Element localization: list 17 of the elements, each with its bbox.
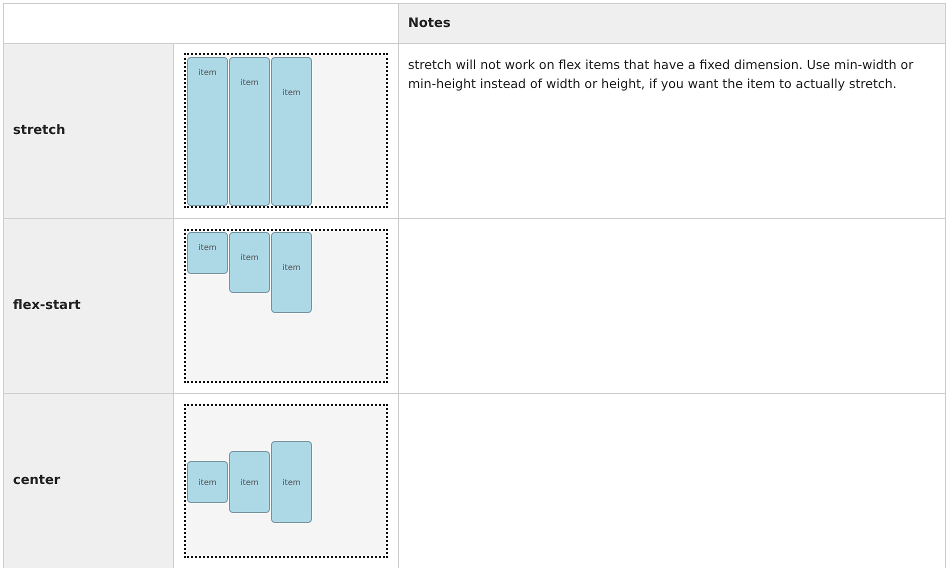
flex-item: item <box>229 232 270 293</box>
column-header: Notes <box>408 16 451 30</box>
flex-item: item <box>187 461 228 503</box>
flex-item: item <box>187 232 228 274</box>
flex-item: item <box>271 441 312 523</box>
flex-item: item <box>229 57 270 206</box>
flex-item: item <box>187 57 228 206</box>
row-header: stretch <box>13 123 66 138</box>
flex-container <box>184 404 388 558</box>
flex-item: item <box>271 232 312 313</box>
flex-container <box>184 53 388 208</box>
row-header: center <box>13 473 60 488</box>
row-header: flex-start <box>13 298 81 313</box>
note-text: stretch will not work on flex items that have a fixed dimension. Use min-width or min-height instead of width or height, if you want the item to actually stretch. <box>408 56 914 93</box>
flex-item: item <box>271 57 312 206</box>
flex-item: item <box>229 451 270 513</box>
flex-container <box>184 229 388 383</box>
